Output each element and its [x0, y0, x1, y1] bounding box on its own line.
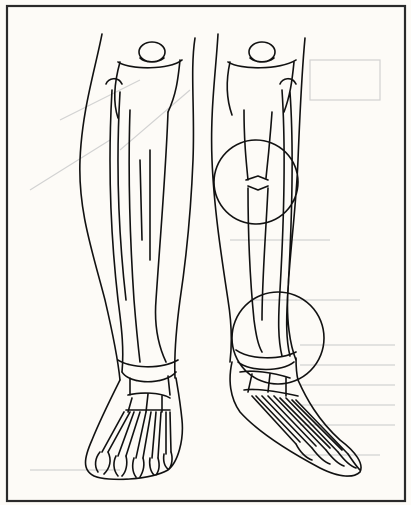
paper-background: [0, 0, 411, 505]
illustration: [0, 0, 411, 505]
